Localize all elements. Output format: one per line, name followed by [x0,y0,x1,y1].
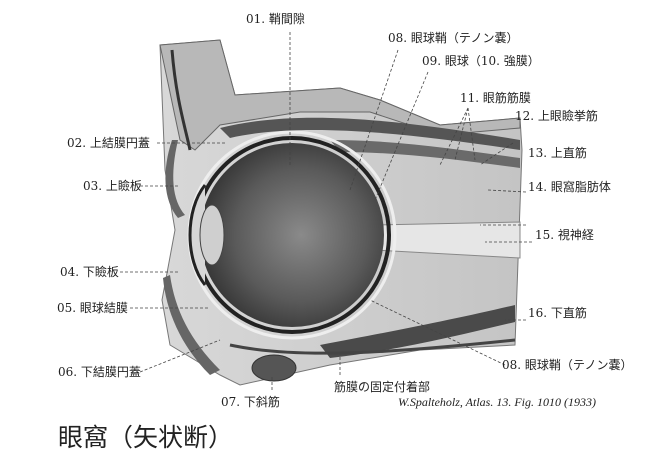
label-tenon-capsule-top: 08. 眼球鞘（テノン嚢） [388,31,519,45]
label-inferior-fornix: 06. 下結膜円蓋 [58,365,141,379]
label-lower-tarsus: 04. 下瞼板 [60,265,119,279]
figure-citation: W.Spalteholz, Atlas. 13. Fig. 1010 (1933… [398,395,596,409]
label-eyeball-sclera: 09. 眼球（10. 強膜） [422,54,540,68]
orbital-roof-bone [159,39,521,151]
label-intervaginal-space: 01. 鞘間隙 [246,12,305,26]
label-tenon-capsule-bottom: 08. 眼球鞘（テノン嚢） [502,358,633,372]
lens [199,204,225,266]
label-superior-fornix: 02. 上結膜円蓋 [67,136,150,150]
leader-lines [120,32,532,390]
label-muscle-fascia: 11. 眼筋筋膜 [460,91,531,105]
cornea [188,184,207,286]
eyeball [200,143,384,327]
label-orbital-fat: 14. 眼窩脂肪体 [528,180,611,194]
label-fascia-attachment: 筋膜の固定付着部 [334,380,431,394]
label-levator: 12. 上眼瞼挙筋 [515,109,598,123]
label-inferior-oblique: 07. 下斜筋 [221,395,280,409]
label-inferior-rectus: 16. 下直筋 [528,306,587,320]
inferior-oblique [251,354,297,382]
label-upper-tarsus: 03. 上瞼板 [83,179,142,193]
lower-eyelid [163,275,220,375]
superior-rectus [330,140,520,168]
label-superior-rectus: 13. 上直筋 [528,146,587,160]
label-optic-nerve: 15. 視神経 [535,228,594,242]
figure-title: 眼窩（矢状断） [58,423,234,452]
lower-fascia [229,338,516,355]
label-bulbar-conjunctiva: 05. 眼球結膜 [57,301,128,315]
levator-muscle [220,117,520,150]
inferior-rectus [320,305,515,358]
upper-eyelid [165,140,185,218]
